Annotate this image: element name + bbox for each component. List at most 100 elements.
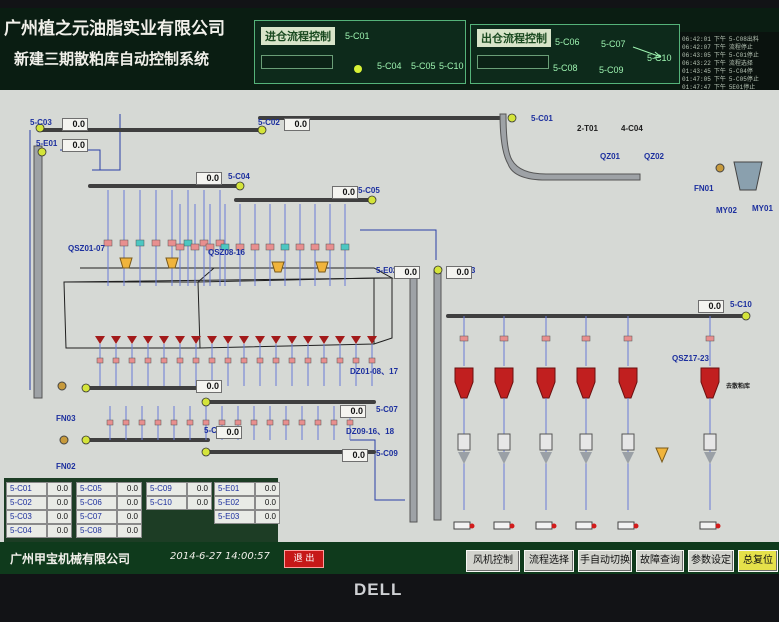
gate-valve-icon: [581, 335, 591, 342]
auto-manual-switch-button[interactable]: 手自动切换: [578, 550, 632, 572]
label-fn02: FN02: [56, 462, 76, 471]
conveyor-value-field: 0.0: [332, 186, 358, 199]
event-log-time: 06:42:01: [682, 36, 711, 43]
scale-hopper-icon: [622, 452, 634, 464]
fan-control-button[interactable]: 风机控制: [466, 550, 520, 572]
label-fn01: FN01: [694, 184, 714, 193]
table-cell-value: 0.0: [47, 510, 72, 524]
parameter-settings-button[interactable]: 参数设定: [688, 550, 734, 572]
hopper-icon: [119, 257, 133, 269]
gate-valve-icon: [176, 357, 184, 364]
event-log-ampm: 下午: [713, 76, 726, 83]
gate-valve-icon: [186, 419, 194, 426]
gate-valve-icon: [346, 419, 354, 426]
gate-valve-icon: [224, 357, 232, 364]
hopper-icon: [271, 261, 285, 273]
event-log-msg: 流程停止: [728, 44, 753, 51]
table-cell-name: 5-C03: [6, 510, 47, 524]
hmi-screen: 广州植之元油脂实业有限公司 新建三期散粕库自动控制系统 进仓流程控制 5-C01…: [0, 8, 779, 574]
gate-valve-icon: [623, 335, 633, 342]
bin-my01: [733, 161, 763, 191]
discharger-icon: [239, 336, 249, 344]
inbound-flow-title[interactable]: 进仓流程控制: [261, 27, 335, 45]
truck-cab-icon: [551, 523, 557, 529]
fault-query-button[interactable]: 故障查询: [636, 550, 684, 572]
event-log-ampm: 下午: [713, 52, 726, 59]
table-cell-value: 0.0: [255, 496, 280, 510]
table-cell-name: 5-C10: [146, 496, 187, 510]
table-cell-name: 5-E02: [214, 496, 255, 510]
discharger-icon: [287, 336, 297, 344]
conveyor-value-field: 0.0: [698, 300, 724, 313]
discharger-icon: [191, 336, 201, 344]
gate-valve-icon: [103, 239, 113, 247]
conveyor-value-field: 0.0: [446, 266, 472, 279]
label-dz0916: DZ09-16、18: [346, 427, 395, 436]
event-log-msg: 5-C08出料: [728, 36, 759, 43]
outbound-tag: 5-C07: [601, 39, 626, 49]
discharger-icon: [351, 336, 361, 344]
truck-cab-icon: [469, 523, 475, 529]
event-log-ampm: 下午: [713, 60, 726, 67]
discharger-icon: [367, 336, 377, 344]
exit-button[interactable]: 退 出: [284, 550, 324, 568]
scale-icon: [497, 433, 511, 451]
silo-icon: [700, 367, 720, 399]
hopper-icon: [655, 447, 669, 464]
conveyor-value-field: 0.0: [196, 380, 222, 393]
footer-bar: 广州甲宝机械有限公司 2014-6-27 14:00:57 退 出 风机控制流程…: [0, 542, 779, 574]
event-log-time: 01:47:47: [682, 84, 711, 91]
gate-valve-icon: [298, 419, 306, 426]
silo-icon: [454, 367, 474, 399]
label-my02: MY02: [716, 206, 737, 215]
discharger-icon: [143, 336, 153, 344]
truck-cab-icon: [509, 523, 515, 529]
elevator-e01: [33, 145, 43, 399]
conveyor-id-label: 5-C10: [730, 300, 752, 309]
vendor-name: 广州甲宝机械有限公司: [10, 552, 131, 566]
outbound-flow-title[interactable]: 出仓流程控制: [477, 29, 551, 47]
flow-select-button[interactable]: 流程选择: [524, 550, 574, 572]
gate-valve-icon: [119, 239, 129, 247]
outbound-tag: 5-C10: [647, 53, 672, 63]
event-log-msg: 5-C05停止: [728, 76, 759, 83]
conveyor-value-field: 0.0: [394, 266, 420, 279]
inbound-flow-panel: 进仓流程控制 5-C01 5-C04 5-C05 5-C10: [254, 20, 466, 84]
conveyor-id-label: 5-C04: [228, 172, 250, 181]
master-reset-button[interactable]: 总复位: [738, 550, 778, 572]
label-qsz0816: QSZ08-16: [208, 248, 245, 257]
silo-icon: [576, 367, 596, 399]
gate-valve-icon: [144, 357, 152, 364]
table-cell-value: 0.0: [187, 482, 212, 496]
gate-valve-icon: [282, 419, 290, 426]
event-log-ampm: 下午: [713, 44, 726, 51]
label-c04b: 4-C04: [621, 124, 643, 133]
event-log-ampm: 下午: [713, 84, 726, 91]
gate-valve-icon: [167, 239, 177, 247]
table-cell-name: 5-C07: [76, 510, 117, 524]
event-log-msg: 5-C01停止: [728, 52, 759, 59]
conveyor-value-field: 0.0: [216, 426, 242, 439]
table-cell-value: 0.0: [117, 524, 142, 538]
gate-valve-icon: [250, 419, 258, 426]
event-log-msg: 5-C04停: [728, 68, 753, 75]
discharger-icon: [95, 336, 105, 344]
label-side-note: 去散粕库: [726, 384, 751, 390]
conveyor-id-label: 5-C03: [30, 118, 52, 127]
gate-valve-icon: [106, 419, 114, 426]
conveyor-id-label: 5-C07: [376, 405, 398, 414]
outbound-tag: 5-C09: [599, 65, 624, 75]
label-fn03: FN03: [56, 414, 76, 423]
gate-valve-icon: [202, 419, 210, 426]
table-cell-value: 0.0: [255, 510, 280, 524]
c01-chute: [499, 113, 641, 181]
fan-fn03-icon: [57, 381, 67, 391]
discharger-icon: [159, 336, 169, 344]
event-log-time: 06:43:22: [682, 60, 711, 67]
gate-valve-icon: [235, 243, 245, 251]
event-log-time: 06:42:07: [682, 44, 711, 51]
